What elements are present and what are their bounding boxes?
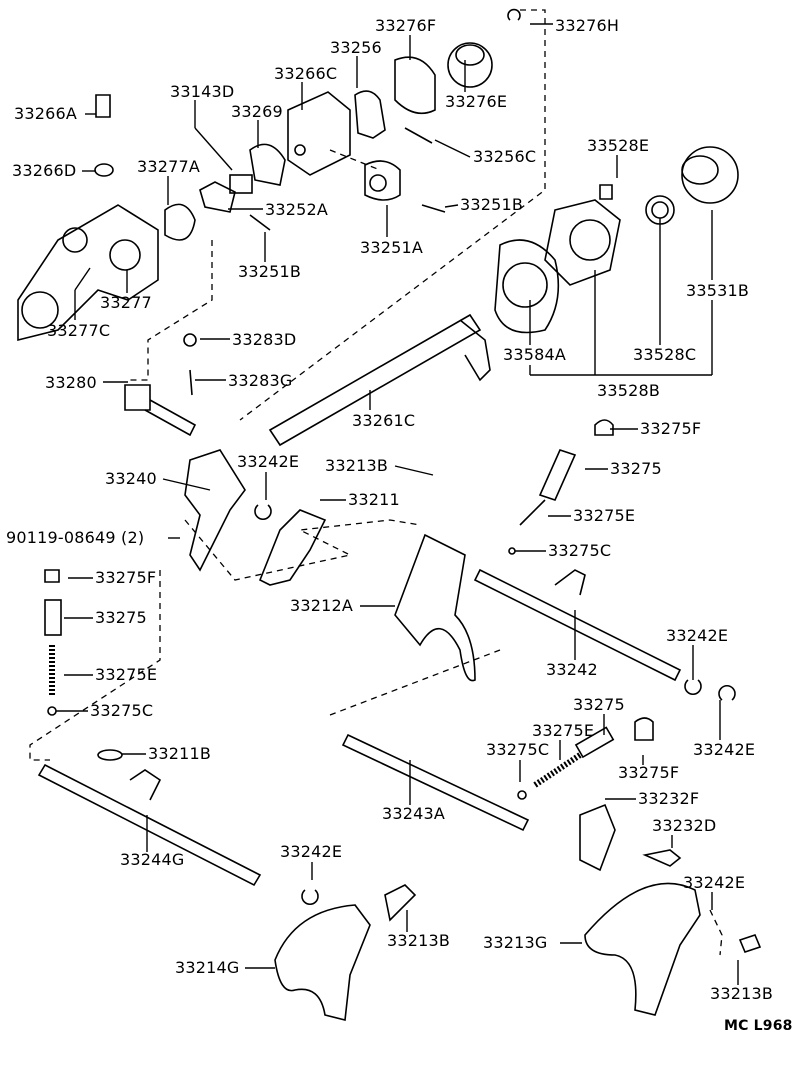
label-33213B: 33213B xyxy=(325,456,389,475)
label-33283G: 33283G xyxy=(228,371,293,390)
label-33242E-right-lower: 33242E xyxy=(693,740,756,759)
label-33242E: 33242E xyxy=(237,452,300,471)
label-33242E-right: 33242E xyxy=(666,626,729,645)
label-33244G: 33244G xyxy=(120,850,185,869)
label-33251A: 33251A xyxy=(360,238,424,257)
label-33275F: 33275F xyxy=(640,419,702,438)
label-33275F-lower: 33275F xyxy=(618,763,680,782)
label-33277C: 33277C xyxy=(47,321,111,340)
label-33528B: 33528B xyxy=(597,381,661,400)
label-33528C: 33528C xyxy=(633,345,697,364)
label-33256: 33256 xyxy=(330,38,382,57)
label-33211B: 33211B xyxy=(148,744,212,763)
label-33266A: 33266A xyxy=(14,104,78,123)
label-33277A: 33277A xyxy=(137,157,201,176)
label-33276E: 33276E xyxy=(445,92,508,111)
label-33584A: 33584A xyxy=(503,345,567,364)
label-33261C: 33261C xyxy=(352,411,416,430)
label-33275-left: 33275 xyxy=(95,608,147,627)
label-33240: 33240 xyxy=(105,469,157,488)
label-33213G: 33213G xyxy=(483,933,548,952)
label-33143D: 33143D xyxy=(170,82,235,101)
dashed-guides xyxy=(29,9,723,956)
label-33275C-lower: 33275C xyxy=(486,740,550,759)
leader-lines xyxy=(56,23,739,985)
label-33276H: 33276H xyxy=(555,16,620,35)
label-33232F: 33232F xyxy=(638,789,700,808)
label-33275E-left: 33275E xyxy=(95,665,158,684)
label-33242E-bottom-right: 33242E xyxy=(683,873,746,892)
label-33213B-bottom: 33213B xyxy=(387,931,451,950)
label-33214G: 33214G xyxy=(175,958,240,977)
label-33276F: 33276F xyxy=(375,16,437,35)
label-33266D: 33266D xyxy=(12,161,77,180)
label-33275E: 33275E xyxy=(573,506,636,525)
label-33275E-lower: 33275E xyxy=(532,721,595,740)
label-33275C-left: 33275C xyxy=(90,701,154,720)
label-33275: 33275 xyxy=(610,459,662,478)
label-33266C: 33266C xyxy=(274,64,338,83)
label-33283D: 33283D xyxy=(232,330,297,349)
label-33251B: 33251B xyxy=(460,195,524,214)
label-33256C: 33256C xyxy=(473,147,537,166)
label-33242: 33242 xyxy=(546,660,598,679)
label-33269: 33269 xyxy=(231,102,283,121)
label-33277: 33277 xyxy=(100,293,152,312)
label-33275F-left: 33275F xyxy=(95,568,157,587)
label-33275C: 33275C xyxy=(548,541,612,560)
label-33211: 33211 xyxy=(348,490,400,509)
label-33252A: 33252A xyxy=(265,200,329,219)
label-33528E: 33528E xyxy=(587,136,650,155)
label-33251B-lower: 33251B xyxy=(238,262,302,281)
label-33531B: 33531B xyxy=(686,281,750,300)
label-33243A: 33243A xyxy=(382,804,446,823)
label-33242E-bottom: 33242E xyxy=(280,842,343,861)
label-33232D: 33232D xyxy=(652,816,717,835)
diagram-code: MC L968 xyxy=(724,1018,793,1034)
label-33275-lower: 33275 xyxy=(573,695,625,714)
label-33280: 33280 xyxy=(45,373,97,392)
label-33212A: 33212A xyxy=(290,596,354,615)
label-90119-08649: 90119-08649 (2) xyxy=(6,528,145,547)
label-33213B-bottom-right: 33213B xyxy=(710,984,774,1003)
part-shapes xyxy=(17,8,762,1021)
